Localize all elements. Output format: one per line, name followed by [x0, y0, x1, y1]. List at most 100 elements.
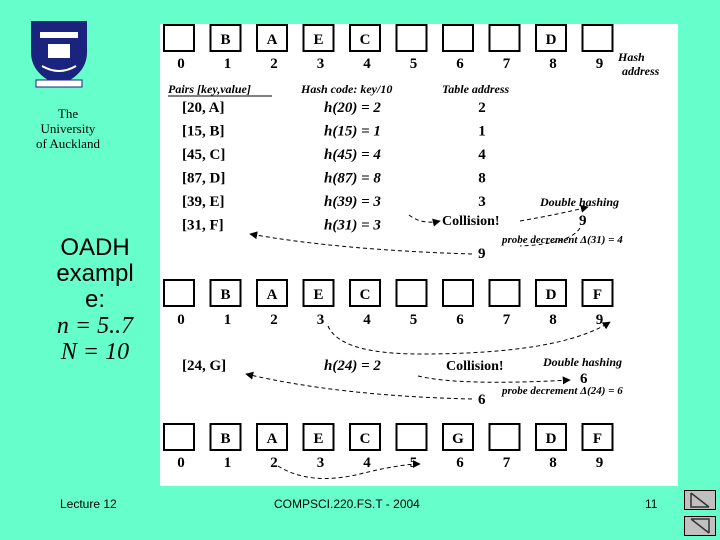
- university-line-2: University: [40, 121, 96, 136]
- hash-slot: [488, 24, 521, 52]
- slot-index: 1: [224, 455, 232, 471]
- slot-value: B: [220, 431, 230, 447]
- pair-cell: [15, B]: [182, 124, 225, 140]
- slot-index: 5: [410, 56, 418, 72]
- hash-slot: [163, 423, 195, 451]
- hash-slot: [349, 279, 381, 307]
- hash-slot: [535, 24, 567, 52]
- header-table-address: Table address: [442, 82, 510, 96]
- slot-index: 0: [177, 56, 185, 72]
- slot-index: 2: [270, 56, 278, 72]
- slot-index: 8: [549, 56, 557, 72]
- slot-value: B: [220, 287, 230, 303]
- slot-index: 7: [503, 56, 511, 72]
- arrow-collision-to-double-2: [417, 375, 571, 385]
- arrow-probe-to-slot-9: [327, 321, 611, 355]
- hash-cell: h(15) = 1: [324, 124, 381, 140]
- footer-course: COMPSCI.220.FS.T - 2004: [274, 497, 420, 511]
- slot-index: 6: [456, 56, 464, 72]
- next-slide-button[interactable]: [684, 516, 716, 536]
- hash-slot: [163, 24, 195, 52]
- slot-index: 3: [317, 455, 325, 471]
- slot-index: 6: [456, 455, 464, 471]
- slot-index: 8: [549, 312, 557, 328]
- pair-g: [24, G]: [182, 358, 226, 374]
- pair-cell: [20, A]: [182, 100, 225, 116]
- address-cell: 4: [478, 147, 486, 163]
- hash-slot: [349, 423, 381, 451]
- n-range: n = 5..7: [56, 313, 134, 339]
- title-line-3: e:: [84, 286, 105, 313]
- slot-index: 4: [363, 56, 371, 72]
- slot-value: C: [360, 431, 371, 447]
- slot-value: D: [546, 32, 557, 48]
- hash-slot: [349, 24, 381, 52]
- header-hash-code: Hash code: key/10: [300, 82, 392, 96]
- hash-address-label-1: Hash: [617, 50, 645, 64]
- footer-page-number: 11: [645, 497, 658, 511]
- header-pairs: Pairs [key,value]: [168, 82, 251, 96]
- slot-value: A: [267, 287, 278, 303]
- slot-index: 0: [177, 455, 185, 471]
- slot-value: G: [452, 431, 464, 447]
- hash-slot: [581, 279, 614, 307]
- hash-slot: [442, 24, 474, 52]
- crest-icon: [31, 21, 87, 88]
- back-result-2: 6: [478, 392, 486, 408]
- slot-index: 5: [410, 312, 418, 328]
- slot-index: 1: [224, 56, 232, 72]
- hash-slot: [256, 279, 288, 307]
- hash-slot: [395, 423, 428, 451]
- slot-value: F: [593, 287, 602, 303]
- slot-index: 3: [317, 56, 325, 72]
- collision-label-2: Collision!: [446, 359, 504, 374]
- hash-slot: [302, 24, 335, 52]
- address-cell: 3: [478, 194, 486, 210]
- slot-value: B: [220, 32, 230, 48]
- collision-label-1: Collision!: [442, 214, 500, 229]
- slot-value: E: [313, 32, 323, 48]
- slide-title: OADH exampl e: n = 5..7 N = 10: [30, 235, 160, 366]
- N-value: N = 10: [60, 339, 130, 365]
- hash-slot: [395, 279, 428, 307]
- hash-slot: [256, 423, 288, 451]
- hash-slot: [535, 279, 567, 307]
- double-hashing-result-2: 6: [580, 371, 588, 387]
- pair-cell: [87, D]: [182, 171, 225, 187]
- previous-arrow-icon: [690, 492, 710, 508]
- hash-slot: [581, 24, 614, 52]
- slot-index: 8: [549, 455, 557, 471]
- slot-index: 1: [224, 312, 232, 328]
- hash-cell: h(39) = 3: [324, 194, 381, 210]
- hash-cell: h(31) = 3: [324, 218, 381, 234]
- slot-index: 9: [596, 56, 604, 72]
- slot-value: C: [360, 32, 371, 48]
- slot-index: 2: [270, 312, 278, 328]
- arrow-probe-to-slot-6: [277, 460, 421, 479]
- arrow-collision-to-double-1: [519, 204, 589, 222]
- double-hashing-label-1: Double hashing: [539, 195, 619, 209]
- pair-cell: [45, C]: [182, 147, 225, 163]
- pair-cell: [39, E]: [182, 194, 225, 210]
- hash-slot: [395, 24, 428, 52]
- slot-value: D: [546, 287, 557, 303]
- hash-slot: [302, 279, 335, 307]
- address-cell: 8: [478, 171, 486, 187]
- arrow-back-to-pair-1: [249, 231, 473, 255]
- arrow-hash-to-collision-1: [408, 214, 441, 227]
- hash-cell: h(45) = 4: [324, 147, 381, 163]
- double-hashing-label-2: Double hashing: [542, 355, 622, 369]
- double-hashing-result-1: 9: [579, 213, 587, 229]
- hash-slot: [209, 24, 242, 52]
- slot-index: 4: [363, 312, 371, 328]
- address-cell: 2: [478, 100, 486, 116]
- slot-index: 7: [503, 455, 511, 471]
- previous-slide-button[interactable]: [684, 490, 716, 510]
- slot-index: 6: [456, 312, 464, 328]
- pair-cell: [31, F]: [182, 218, 224, 234]
- hash-cell: h(87) = 8: [324, 171, 381, 187]
